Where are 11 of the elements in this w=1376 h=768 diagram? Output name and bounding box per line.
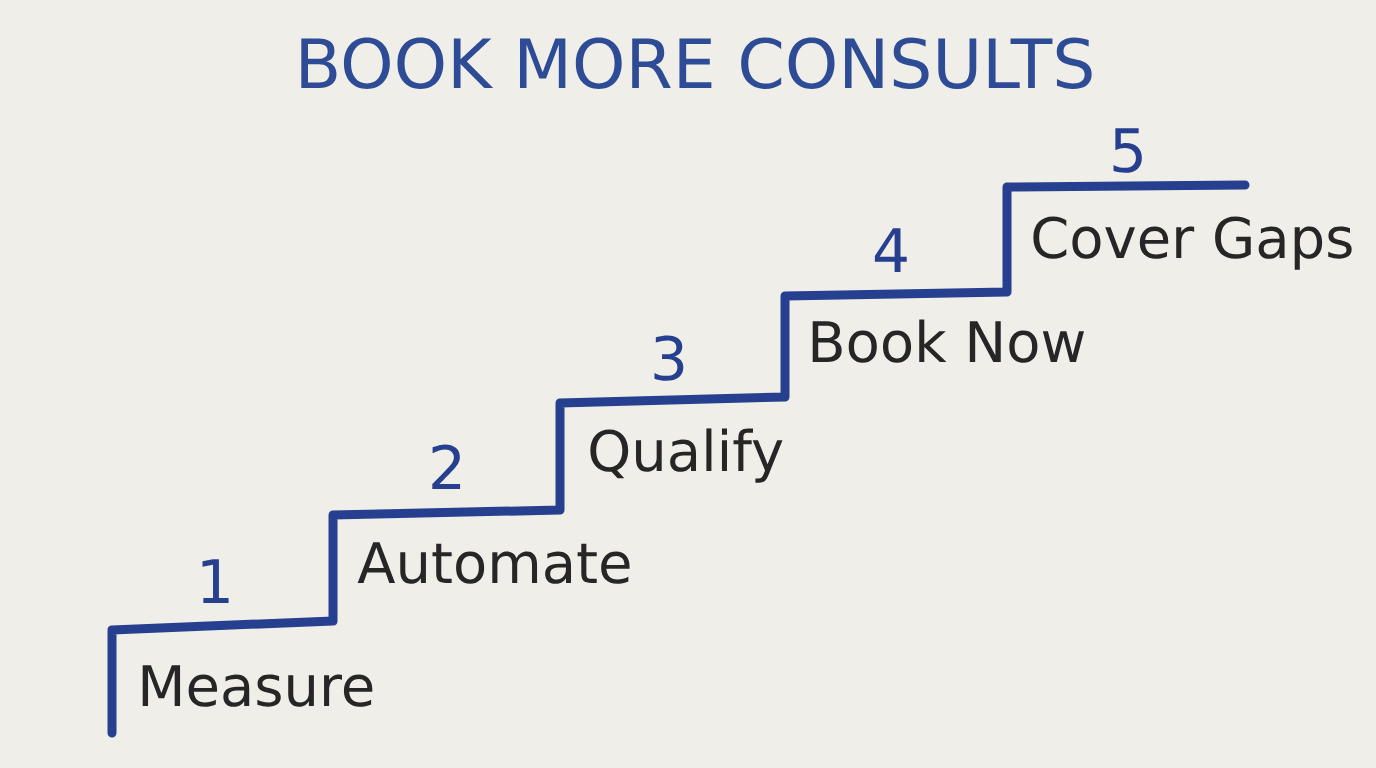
title: BOOK MORE CONSULTS [301,37,1092,89]
step-label: Automate [357,542,630,584]
step-label: Measure [142,665,373,707]
step-number: 2 [432,444,461,489]
step-label: Book Now [812,319,1084,363]
step-number: 5 [1113,128,1142,173]
step-label: Qualify [590,428,783,483]
step-number: 3 [654,335,684,381]
step-label: Cover Gaps [1033,216,1352,270]
step-number: 4 [874,228,907,272]
step-number: 1 [202,559,229,603]
